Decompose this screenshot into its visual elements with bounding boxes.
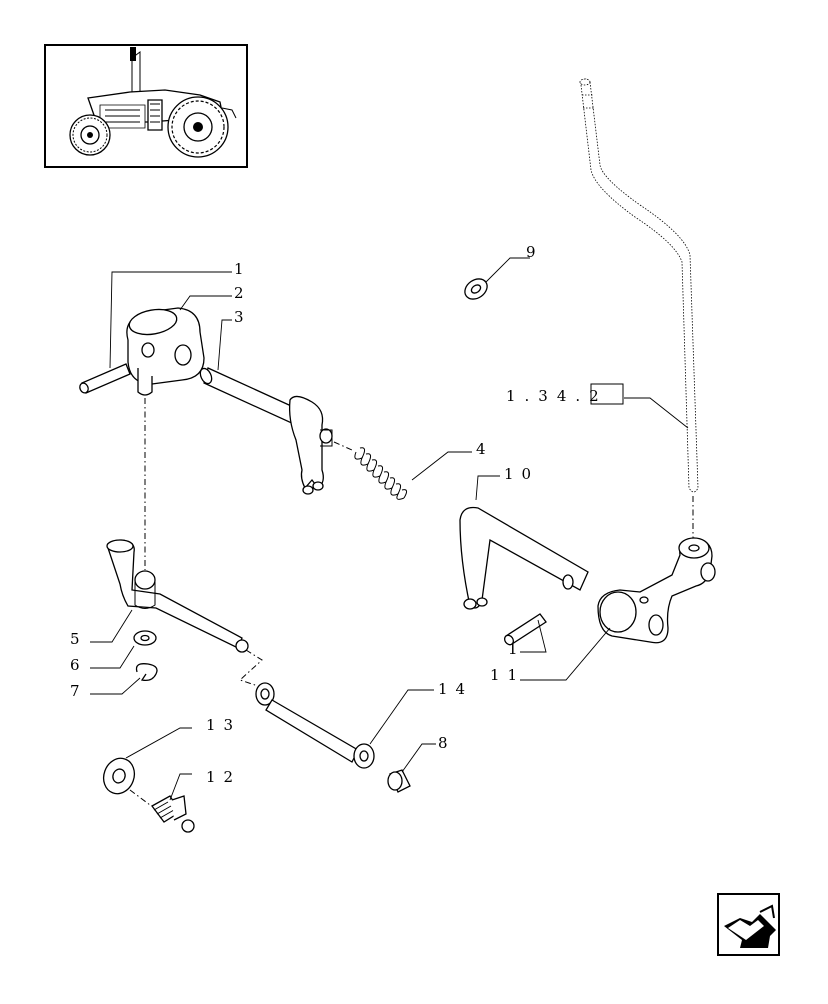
label-12: 12 — [206, 768, 241, 786]
label-6: 6 — [70, 656, 80, 674]
label-8: 8 — [438, 734, 448, 752]
label-5: 5 — [70, 630, 80, 648]
label-4: 4 — [476, 440, 486, 458]
label-1-top: 1 — [234, 260, 244, 278]
washer-part-6 — [133, 630, 157, 646]
ref-box — [590, 383, 624, 405]
pin-part-1 — [79, 363, 131, 394]
label-1-bottom: 1 — [508, 640, 518, 658]
label-13: 13 — [206, 716, 241, 734]
nut-part-8 — [387, 769, 411, 793]
label-7: 7 — [70, 682, 80, 700]
label-9: 9 — [526, 243, 536, 261]
link-rod-part-14 — [255, 682, 375, 769]
lever-crank-part-11 — [597, 537, 716, 644]
selector-block-part-2 — [126, 307, 205, 396]
washer-part-13 — [102, 757, 136, 795]
washer-part-9 — [464, 278, 488, 300]
pin-part-1-lower — [503, 613, 547, 646]
leader-lines — [90, 257, 689, 801]
ball-stud-part-12 — [151, 795, 195, 833]
spring-part-4 — [354, 447, 408, 500]
tractor-thumbnail-icon[interactable] — [44, 44, 248, 168]
label-3: 3 — [234, 308, 244, 326]
circlip-part-7 — [135, 663, 158, 682]
next-page-arrow-icon[interactable] — [717, 893, 780, 956]
label-2: 2 — [234, 284, 244, 302]
label-10: 10 — [504, 465, 539, 483]
label-14: 14 — [438, 680, 473, 698]
selector-fork-part-10 — [459, 506, 589, 610]
reference-label: 1.34.2 — [506, 387, 608, 405]
selector-arm-part-5 — [106, 539, 249, 653]
selector-shaft-part-3 — [199, 367, 333, 495]
gear-lever-phantom — [579, 78, 699, 493]
label-11: 11 — [490, 666, 525, 684]
